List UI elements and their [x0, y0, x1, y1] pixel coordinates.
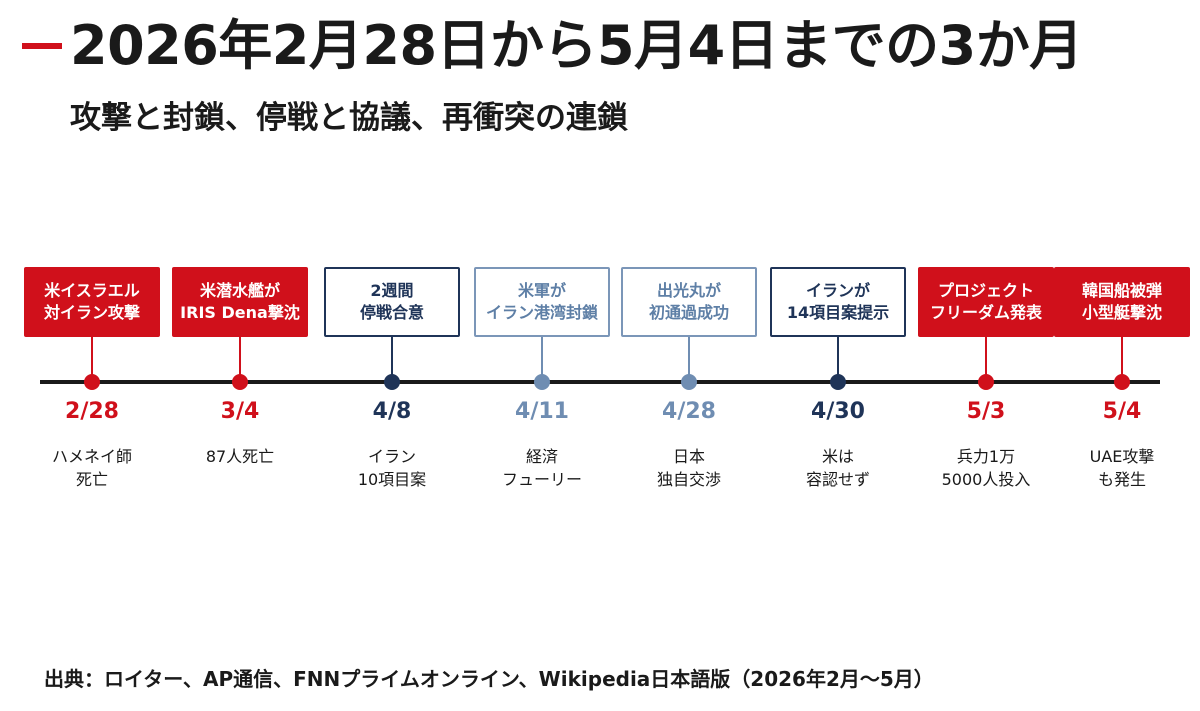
title-accent-bar [22, 43, 62, 49]
event-note-line: 87人死亡 [205, 447, 275, 466]
event-box-line: IRIS Dena撃沈 [180, 303, 300, 322]
event-box-line: 出光丸が [656, 281, 721, 300]
event-date: 4/11 [515, 399, 569, 424]
event-box: 韓国船被弾 小型艇撃沈 [1054, 267, 1190, 337]
event-box-line: プロジェクト [937, 281, 1034, 300]
event-note: 経済 フューリー [464, 445, 620, 491]
event-note-line: 5000人投入 [941, 470, 1031, 489]
event-box-line: 対イラン攻撃 [43, 303, 140, 322]
event-note: 兵力1万 5000人投入 [908, 445, 1064, 491]
event-date: 4/8 [372, 399, 412, 424]
event-box-line: 米イスラエル [44, 281, 140, 300]
event-box: 2週間 停戦合意 [324, 267, 460, 337]
event-marker-dot [232, 374, 248, 390]
event-connector [391, 337, 393, 383]
event-connector [541, 337, 543, 383]
event-box-line: 小型艇撃沈 [1081, 303, 1162, 322]
event-marker-dot [681, 374, 697, 390]
event-box-line: 停戦合意 [359, 303, 424, 322]
event-note-line: 兵力1万 [956, 447, 1016, 466]
event-note: 87人死亡 [162, 445, 318, 468]
event-note: 米は 容認せず [760, 445, 916, 491]
event-box-line: 2週間 [370, 281, 414, 300]
event-note-line: 死亡 [75, 470, 108, 489]
event-note-line: 米は [821, 447, 854, 466]
event-box-line: フリーダム発表 [929, 303, 1042, 322]
event-box-line: イランが [805, 281, 870, 300]
page-subtitle: 攻撃と封鎖、停戦と協議、再衝突の連鎖 [70, 100, 628, 136]
event-note: 日本 独自交渉 [611, 445, 767, 491]
timeline-axis [40, 380, 1160, 384]
event-marker-dot [84, 374, 100, 390]
event-note: UAE攻撃 も発生 [1044, 445, 1200, 491]
event-date: 5/3 [966, 399, 1006, 424]
event-date: 4/28 [662, 399, 716, 424]
event-box: 出光丸が 初通過成功 [621, 267, 757, 337]
event-date: 4/30 [811, 399, 865, 424]
event-marker-dot [534, 374, 550, 390]
event-box-line: イラン港湾封鎖 [485, 303, 598, 322]
event-note-line: 容認せず [805, 470, 870, 489]
event-connector [1121, 337, 1123, 383]
event-note: ハメネイ師 死亡 [14, 445, 170, 491]
event-connector [985, 337, 987, 383]
event-connector [837, 337, 839, 383]
event-marker-dot [384, 374, 400, 390]
event-marker-dot [1114, 374, 1130, 390]
event-box-line: 米軍が [517, 281, 566, 300]
event-note-line: 経済 [525, 447, 558, 466]
event-box-line: 初通過成功 [648, 303, 729, 322]
event-connector [239, 337, 241, 383]
event-marker-dot [978, 374, 994, 390]
event-box-line: 14項目案提示 [786, 303, 890, 322]
event-box-line: 韓国船被弾 [1081, 281, 1162, 300]
event-box: プロジェクト フリーダム発表 [918, 267, 1054, 337]
event-box: 米イスラエル 対イラン攻撃 [24, 267, 160, 337]
event-note: イラン 10項目案 [314, 445, 470, 491]
event-note-line: ハメネイ師 [51, 447, 132, 466]
event-note-line: フューリー [501, 470, 582, 489]
event-box-line: 米潜水艦が [199, 281, 280, 300]
page-title: 2026年2月28日から5月4日までの3か月 [70, 14, 1083, 77]
event-note-line: 日本 [672, 447, 705, 466]
event-note-line: も発生 [1097, 470, 1146, 489]
event-box: 米潜水艦が IRIS Dena撃沈 [172, 267, 308, 337]
source-credit: 出典：ロイター、AP通信、FNNプライムオンライン、Wikipedia日本語版（… [44, 667, 934, 691]
event-note-line: 10項目案 [357, 470, 427, 489]
event-marker-dot [830, 374, 846, 390]
event-connector [688, 337, 690, 383]
event-date: 3/4 [220, 399, 260, 424]
event-note-line: UAE攻撃 [1089, 447, 1155, 466]
event-box: イランが 14項目案提示 [770, 267, 906, 337]
event-note-line: 独自交渉 [656, 470, 721, 489]
event-date: 2/28 [65, 399, 119, 424]
event-connector [91, 337, 93, 383]
event-box: 米軍が イラン港湾封鎖 [474, 267, 610, 337]
event-note-line: イラン [367, 447, 416, 466]
event-date: 5/4 [1102, 399, 1142, 424]
